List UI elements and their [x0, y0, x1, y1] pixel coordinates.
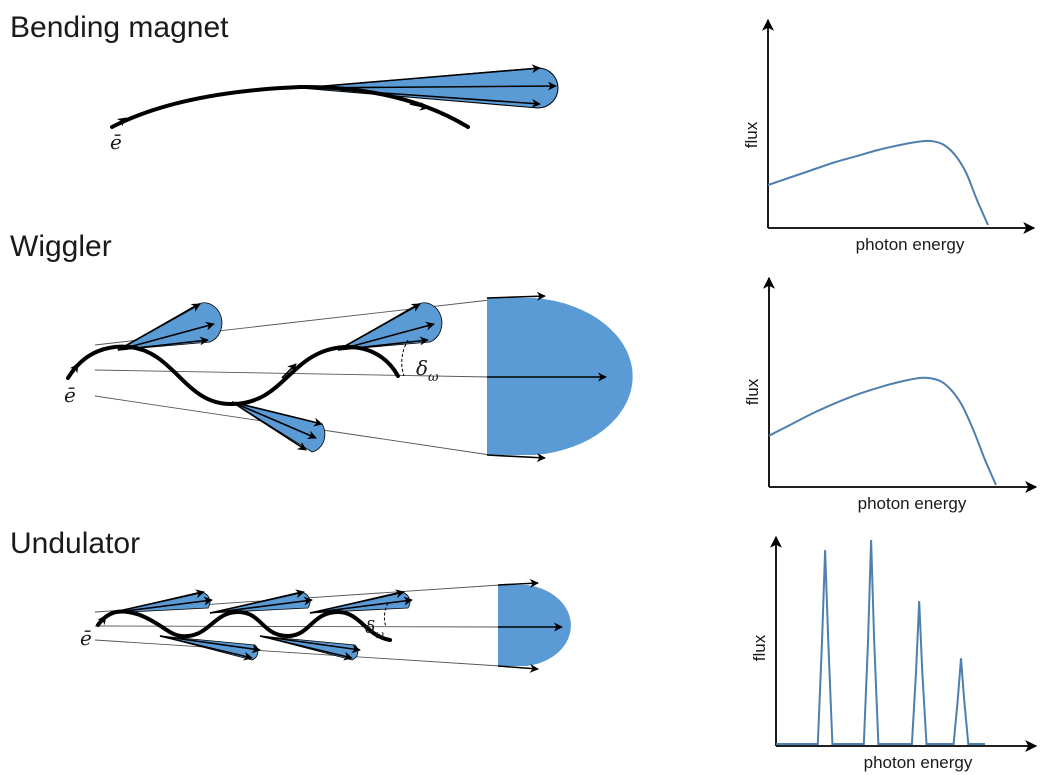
electron-label: ē [64, 383, 76, 407]
y-axis-label: flux [742, 121, 761, 148]
exit-ray-lower [497, 663, 539, 673]
bending-magnet-spectrum: flux photon energy [742, 18, 1036, 254]
guide-ray-lower [94, 639, 501, 667]
cone-up-3 [309, 589, 413, 614]
angle-label: δ [365, 618, 375, 638]
cone-up-2 [209, 589, 313, 614]
undulator-section: Undulator [10, 527, 1038, 772]
radiation-fan [299, 67, 559, 109]
x-axis-label: photon energy [864, 753, 973, 772]
trajectory-start-arrow [67, 363, 79, 380]
undulator-spectrum: flux photon energy [750, 535, 1038, 772]
exit-ray-upper [486, 291, 546, 301]
cone-2 [337, 302, 443, 351]
angle-arc [401, 339, 409, 377]
exit-ray-lower [486, 453, 546, 463]
angle-subscript: ω [375, 628, 384, 641]
electron-label: ē [80, 626, 92, 650]
electron-label: ē [110, 130, 122, 154]
spectrum-curve [768, 376, 997, 486]
y-axis-label: flux [750, 634, 769, 661]
y-axis-label: flux [743, 378, 762, 405]
x-axis-label: photon energy [856, 235, 965, 254]
trajectory-start-arrow [111, 117, 127, 129]
wiggler-title: Wiggler [10, 230, 112, 263]
angle-subscript: ω [428, 370, 439, 385]
angle-arc [383, 602, 389, 628]
guide-ray-center [94, 625, 501, 628]
cone-3 [231, 401, 326, 453]
trajectory-arrow [409, 101, 429, 111]
wiggler-beam: δ ω ē [64, 291, 633, 463]
cone-down-1 [159, 635, 261, 661]
trajectory-start-arrow [97, 615, 107, 627]
trajectory-arrow [281, 363, 297, 379]
undulator-title: Undulator [10, 527, 140, 560]
bending-magnet-title: Bending magnet [10, 11, 229, 44]
electron-trajectory [96, 609, 392, 642]
ray-upper [299, 64, 541, 89]
bending-magnet-beam: ē [110, 64, 559, 154]
cone-1 [117, 302, 223, 351]
wiggler-section: Wiggler [10, 230, 1038, 513]
electron-trajectory [66, 344, 400, 407]
cone-up-1 [109, 589, 213, 614]
exit-ray-upper [497, 578, 539, 588]
wiggler-spectrum: flux photon energy [743, 276, 1038, 513]
radiation-fan-large [498, 585, 571, 666]
x-axis-label: photon energy [858, 494, 967, 513]
spectrum-curve [767, 139, 989, 226]
cone-down-2 [259, 635, 361, 661]
undulator-beam: δ ω ē [80, 578, 571, 673]
spectrum-curve [776, 539, 985, 745]
angle-label: δ [416, 356, 428, 380]
bending-magnet-section: Bending magnet ē flux photon energy [10, 11, 1036, 254]
